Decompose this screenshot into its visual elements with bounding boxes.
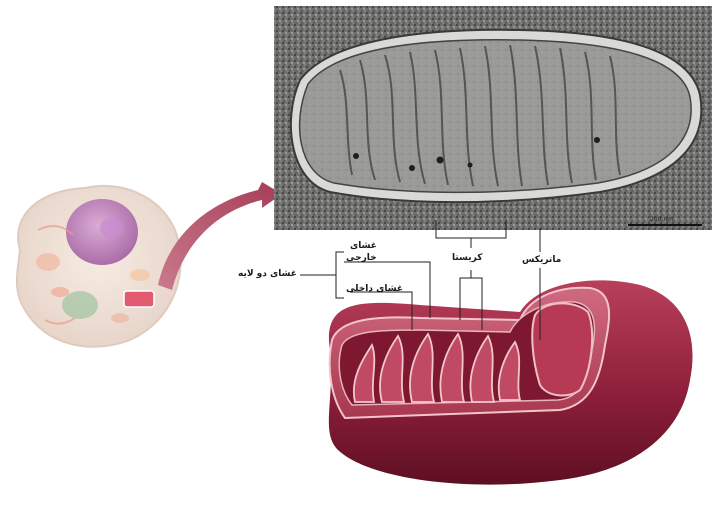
mitochondrion-highlight: [124, 291, 154, 307]
label-inner-membrane: غشای داخلی: [346, 285, 403, 294]
label-outer-membrane-top: غشای: [350, 242, 377, 251]
electron-micrograph: [274, 6, 712, 230]
label-double-membrane: غشای دو لایه: [238, 270, 297, 279]
scale-bar-label: 200 nm: [650, 216, 673, 223]
animal-cell-illustration: [17, 186, 181, 347]
mitochondrion-3d-model: [329, 280, 693, 484]
label-outer-membrane-bottom: خارجی: [346, 254, 377, 263]
label-cristae: کریستا: [452, 254, 482, 263]
label-matrix: ماتریکس: [522, 256, 561, 265]
